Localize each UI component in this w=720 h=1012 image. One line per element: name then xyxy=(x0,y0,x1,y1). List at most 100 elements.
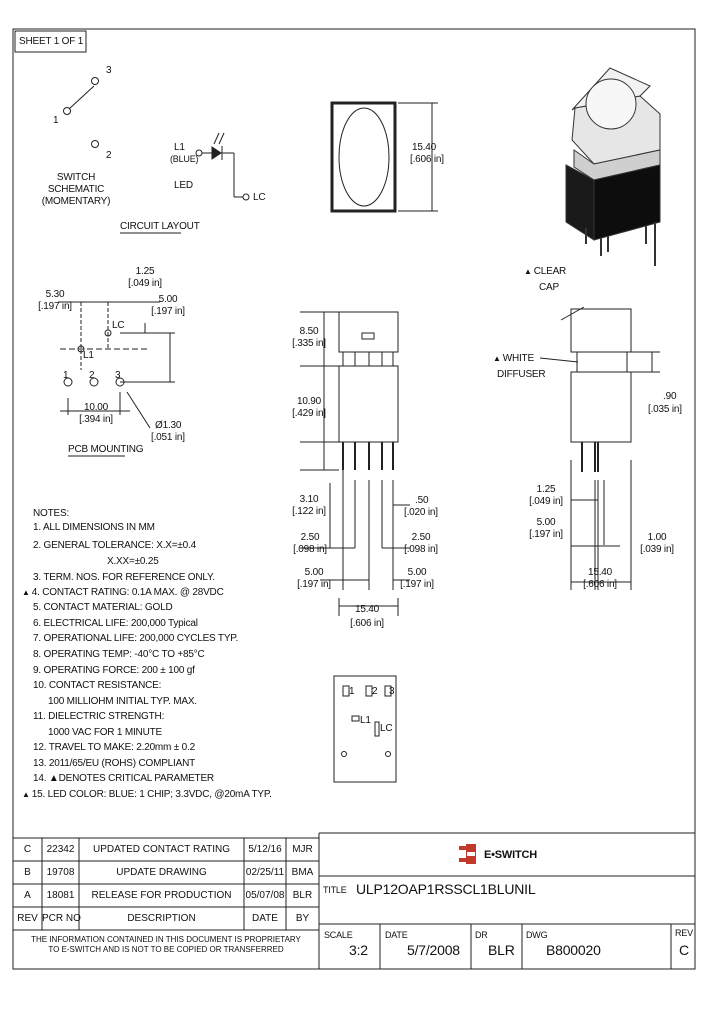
circuit-layout-label: CIRCUIT LAYOUT xyxy=(120,221,200,232)
rev-row-3-desc: RELEASE FOR PRODUCTION xyxy=(91,890,232,901)
note-13: 13. 2011/65/EU (ROHS) COMPLIANT xyxy=(33,758,196,769)
date-label: DATE xyxy=(385,930,408,940)
clear-cap-label-2: CAP xyxy=(539,282,559,293)
pcb-dim-e-in: [.051 in] xyxy=(151,432,185,443)
top-view-dim-in: [.606 in] xyxy=(410,154,444,165)
switch-label-line1: SWITCH xyxy=(56,172,96,183)
notes-title: NOTES: xyxy=(33,508,70,519)
rev-row-1-by: MJR xyxy=(292,844,313,855)
note-11b: 1000 VAC FOR 1 MINUTE xyxy=(48,727,162,738)
rev-row-1-desc: UPDATED CONTACT RATING xyxy=(92,844,231,855)
proprietary-line-1: THE INFORMATION CONTAINED IN THIS DOCUME… xyxy=(31,935,301,944)
rev-header-rev: REV xyxy=(17,913,38,924)
rev-label: REV xyxy=(675,928,693,938)
part-title: ULP12OAP1RSSCL1BLUNIL xyxy=(356,881,536,897)
switch-schematic xyxy=(63,77,99,148)
bottom-l1: L1 xyxy=(360,715,371,726)
body-height-mm: 10.90 xyxy=(296,396,322,407)
rev-row-3-rev: A xyxy=(24,890,31,901)
rev-row-1-pcr: 22342 xyxy=(46,844,75,855)
bottom-pin-2: 2 xyxy=(372,686,378,697)
top-view-dim-mm: 15.40 xyxy=(412,142,437,153)
right-pitch-mm: 2.50 xyxy=(411,532,431,543)
rev-row-1-date: 5/12/16 xyxy=(248,844,282,855)
rev-row-3-date: 05/07/08 xyxy=(245,890,285,901)
pin-2-label: 2 xyxy=(106,150,112,161)
pcb-dim-e-mm: Ø1.30 xyxy=(155,420,182,431)
sheet-label: SHEET 1 OF 1 xyxy=(19,36,84,47)
pin-3-label: 3 xyxy=(106,65,112,76)
pin-length-in: [.122 in] xyxy=(292,506,326,517)
note-8: 8. OPERATING TEMP: -40°C TO +85°C xyxy=(33,649,205,660)
note-11: 11. DIELECTRIC STRENGTH: xyxy=(33,711,165,722)
side-b-mm: 5.00 xyxy=(536,517,556,528)
pcb-mounting-label: PCB MOUNTING xyxy=(68,444,144,455)
sheet-border xyxy=(12,28,696,970)
side-gap-in: [.035 in] xyxy=(648,404,682,415)
note-15: 15. LED COLOR: BLUE: 1 CHIP; 3.3VDC, @20… xyxy=(22,789,272,801)
note-2: 2. GENERAL TOLERANCE: X.X=±0.4 xyxy=(33,540,196,551)
pcb-dim-b-in: [.197 in] xyxy=(38,301,72,312)
scale-label: SCALE xyxy=(324,930,353,940)
note-6: 6. ELECTRICAL LIFE: 200,000 Typical xyxy=(33,618,198,629)
pcb-pin-2: 2 xyxy=(89,370,95,381)
pcb-dim-d-in: [.394 in] xyxy=(79,414,113,425)
white-diffuser-label-2: DIFFUSER xyxy=(497,369,546,380)
rev-header-pcr: PCR NO xyxy=(42,913,81,924)
pcb-dim-b-mm: 5.30 xyxy=(45,289,65,300)
left-pitch-in: [.098 in] xyxy=(293,544,327,555)
switch-label-line2: SCHEMATIC xyxy=(47,184,105,195)
pin-width-mm: .50 xyxy=(415,495,429,506)
led-color-label: (BLUE) xyxy=(170,154,199,164)
pcb-dim-c-in: [.197 in] xyxy=(151,306,185,317)
bottom-pin-3: 3 xyxy=(389,686,395,697)
dwg-value: B800020 xyxy=(546,942,601,958)
side-c-mm: 1.00 xyxy=(647,532,667,543)
note-10b: 100 MILLIOHM INITIAL TYP. MAX. xyxy=(48,696,197,707)
front-width-in: [.606 in] xyxy=(350,618,384,629)
side-width-in: [.606 in] xyxy=(583,579,617,590)
note-14: 14. ▲DENOTES CRITICAL PARAMETER xyxy=(33,773,214,784)
led-l1-label: L1 xyxy=(174,142,185,153)
note-1: 1. ALL DIMENSIONS IN MM xyxy=(33,522,155,533)
pcb-dim-d-mm: 10.00 xyxy=(83,402,109,413)
note-5: 5. CONTACT MATERIAL: GOLD xyxy=(33,602,173,613)
right-edge-mm: 5.00 xyxy=(407,567,427,578)
bottom-view xyxy=(333,675,397,783)
bottom-pin-1: 1 xyxy=(349,686,355,697)
side-a-mm: 1.25 xyxy=(536,484,556,495)
note-12: 12. TRAVEL TO MAKE: 2.20mm ± 0.2 xyxy=(33,742,195,753)
revision-table-grid xyxy=(12,833,320,969)
side-a-in: [.049 in] xyxy=(529,496,563,507)
proprietary-line-2: TO E-SWITCH AND IS NOT TO BE COPIED OR T… xyxy=(48,945,284,954)
pin-width-in: [.020 in] xyxy=(404,507,438,518)
right-edge-in: [.197 in] xyxy=(400,579,434,590)
dr-value: BLR xyxy=(488,942,515,958)
eswitch-logo-text: E•SWITCH xyxy=(484,849,537,861)
pcb-l1-label: L1 xyxy=(83,350,94,361)
pcb-pin-1: 1 xyxy=(63,370,69,381)
cap-height-in: [.335 in] xyxy=(292,338,326,349)
note-2b: X.XX=±0.25 xyxy=(107,556,159,567)
dwg-label: DWG xyxy=(526,930,548,940)
note-3: 3. TERM. NOS. FOR REFERENCE ONLY. xyxy=(33,572,215,583)
white-diffuser-label-1: WHITE xyxy=(493,353,534,365)
rev-row-2-by: BMA xyxy=(291,867,314,878)
pcb-lc-label: LC xyxy=(112,320,125,331)
pcb-pin-3: 3 xyxy=(115,370,121,381)
led-lc-label: LC xyxy=(253,192,266,203)
pcb-mounting-drawing xyxy=(58,301,175,429)
iso-view xyxy=(565,67,661,266)
title-block-grid xyxy=(319,832,695,969)
scale-value: 3:2 xyxy=(349,942,368,958)
dr-label: DR xyxy=(475,930,488,940)
left-edge-mm: 5.00 xyxy=(304,567,324,578)
rev-row-3-pcr: 18081 xyxy=(46,890,75,901)
top-view xyxy=(330,101,438,213)
rev-row-2-pcr: 19708 xyxy=(46,867,75,878)
title-label: TITLE xyxy=(323,885,347,895)
pin-length-mm: 3.10 xyxy=(299,494,319,505)
side-c-in: [.039 in] xyxy=(640,544,674,555)
right-pitch-in: [.098 in] xyxy=(404,544,438,555)
rev-value: C xyxy=(679,942,689,958)
